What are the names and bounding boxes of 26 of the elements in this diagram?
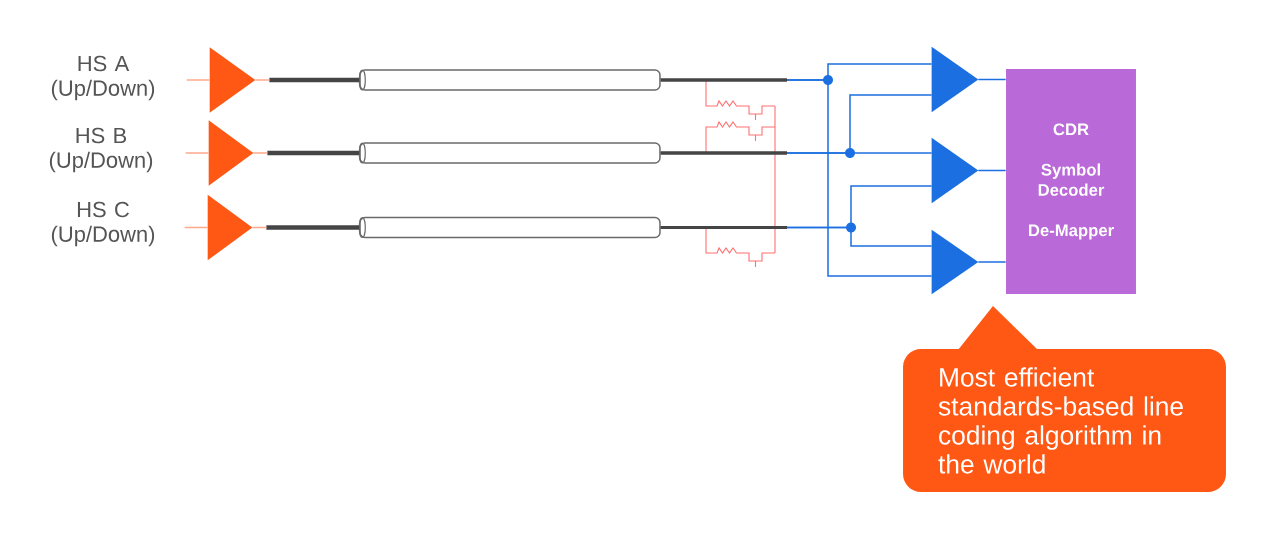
wire: [185, 79, 211, 81]
cable-cylinder: [358, 216, 661, 239]
wire: [183, 226, 209, 229]
amplifier-triangle: [208, 120, 254, 186]
processing-block: CDR Symbol Decoder De-Mapper: [1006, 69, 1136, 294]
signal-label: HS C (Up/Down): [51, 201, 155, 247]
wire: [977, 169, 1007, 172]
signal-label: HS A (Up/Down): [51, 55, 155, 101]
signal-label: HS B (Up/Down): [49, 127, 153, 173]
wire: [254, 77, 360, 83]
amplifier-triangle: [209, 47, 256, 113]
amplifier-triangle: [931, 229, 979, 295]
callout-box: Most efficient standards-based line coding algorithm in the world: [903, 306, 1226, 492]
cable-cylinder: [358, 69, 661, 91]
wire: [660, 78, 933, 277]
amplifier-triangle: [931, 137, 979, 204]
wire: [252, 150, 360, 156]
amplifier-triangle: [207, 194, 253, 261]
wire: [660, 151, 933, 155]
wire: [660, 225, 933, 247]
wire: [251, 225, 360, 230]
amplifier-triangle: [931, 46, 979, 113]
cable-cylinder: [358, 142, 661, 164]
wire: [977, 78, 1007, 81]
wire: [977, 261, 1007, 263]
wire: [184, 152, 210, 154]
